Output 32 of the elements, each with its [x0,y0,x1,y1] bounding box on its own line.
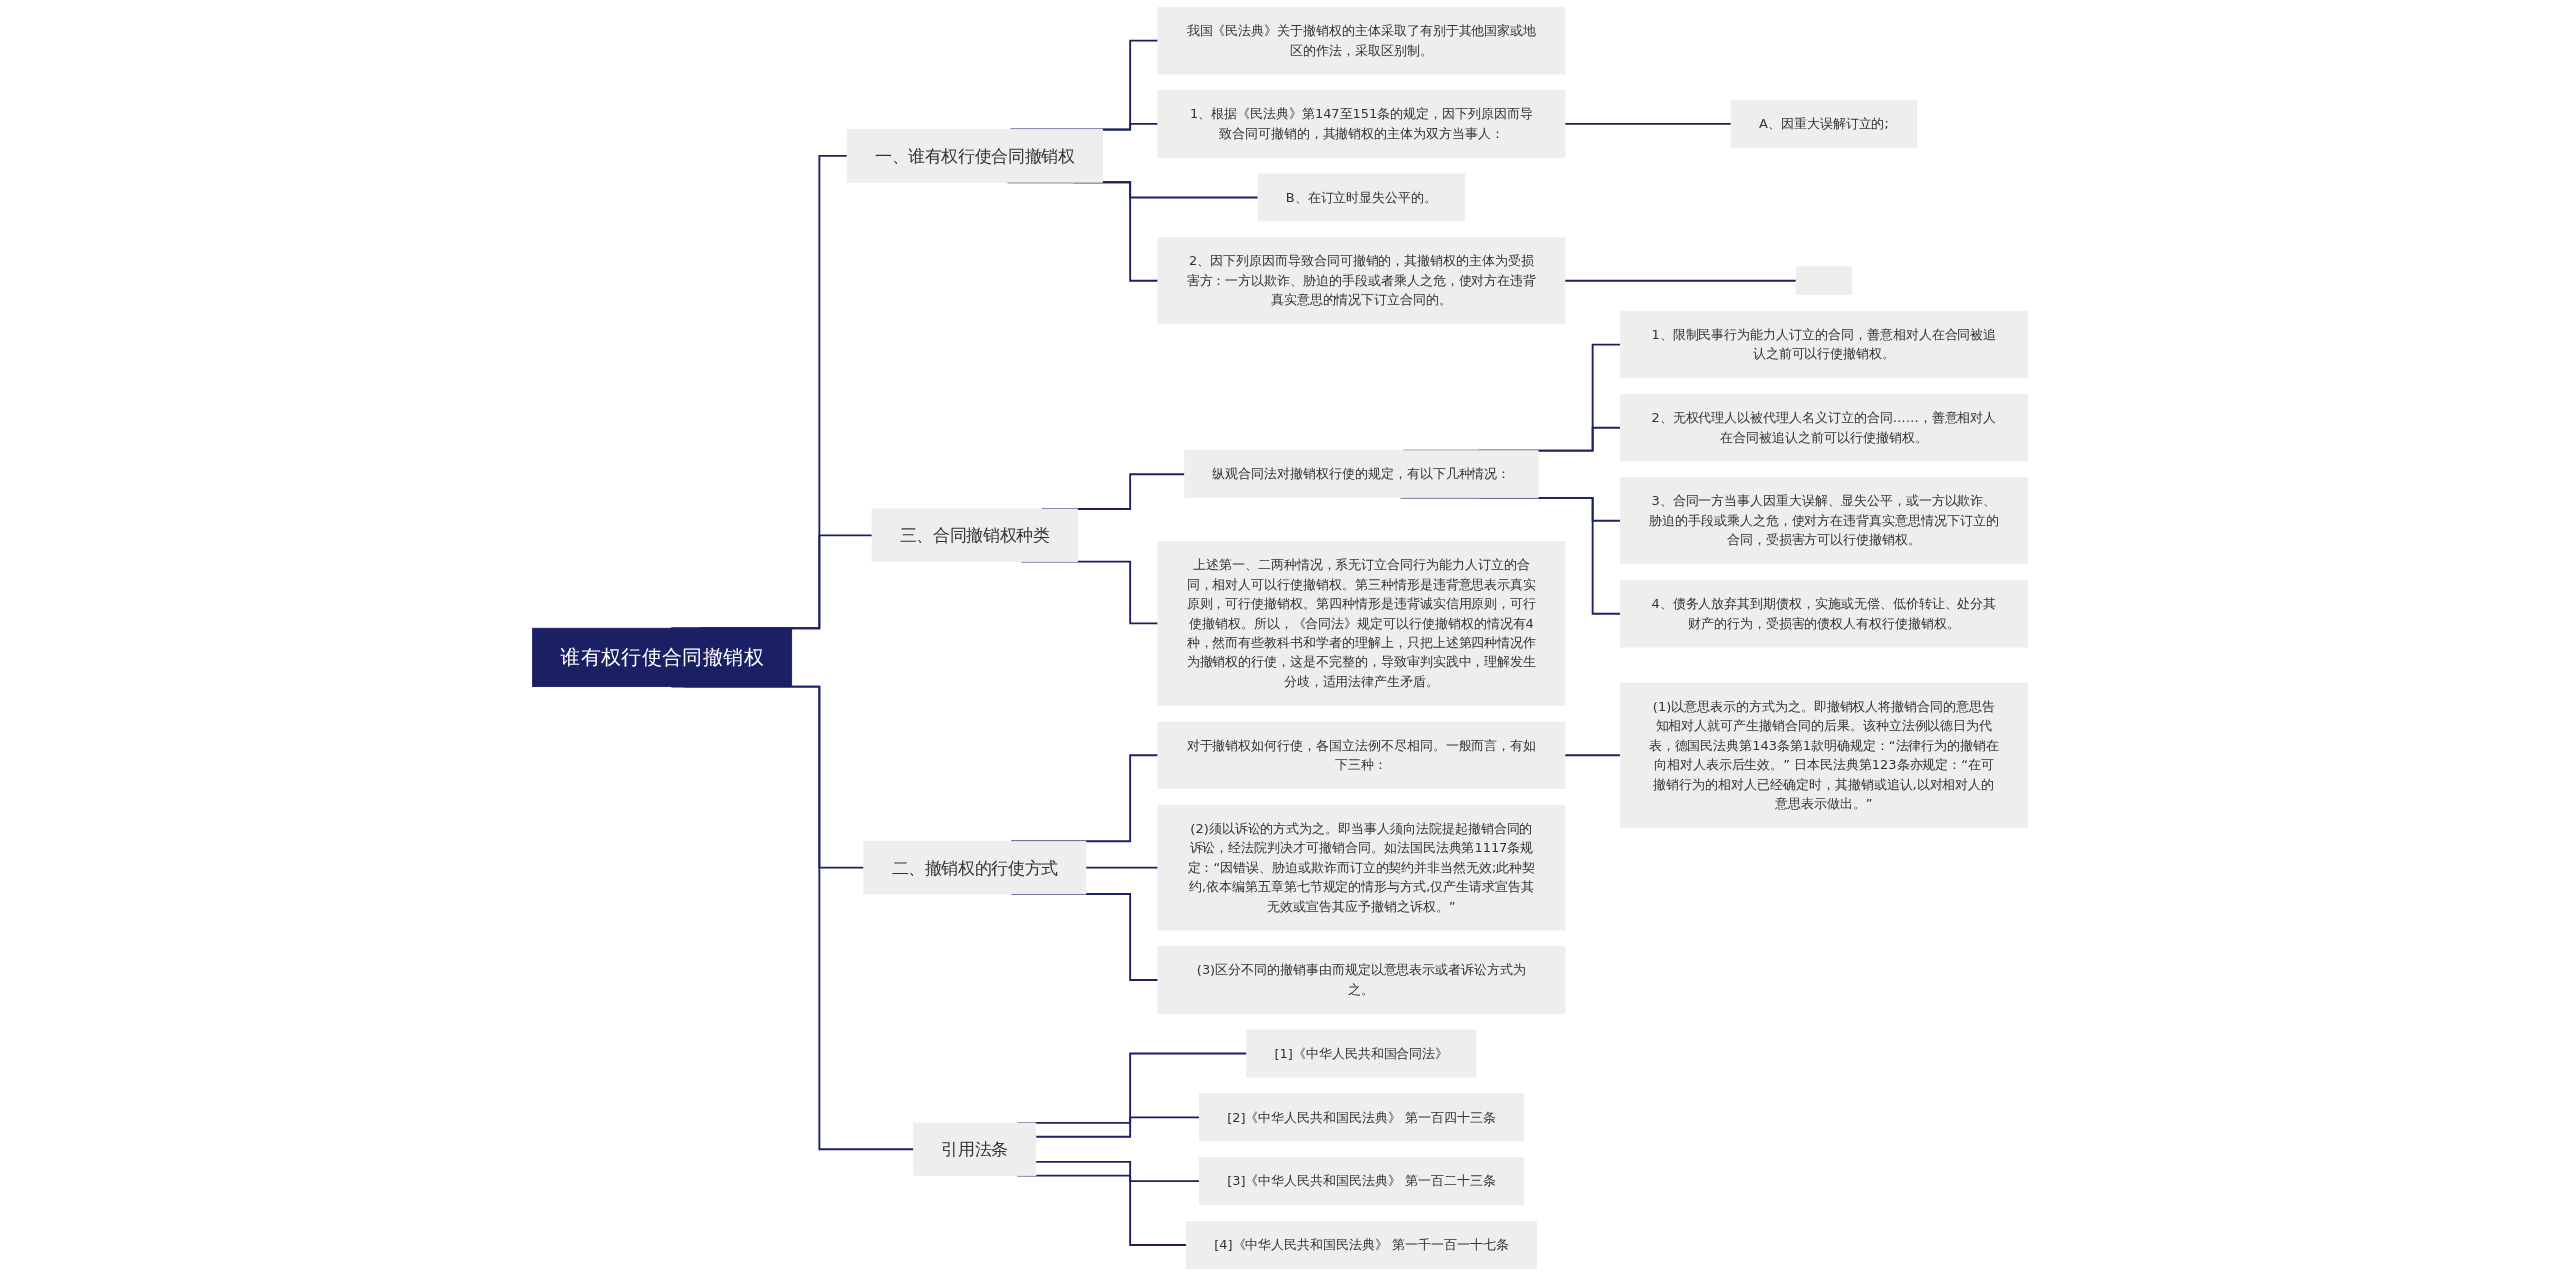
node-box: 纵观合同法对撤销权行使的规定，有以下几种情况： [1184,450,1539,499]
connector [1563,754,1622,757]
node-box: 2、无权代理人以被代理人名义订立的合同……，善意相对人在合同被追认之前可以行使撤销权。 [1619,394,2028,462]
node-box: (2)须以诉讼的方式为之。即当事人须向法院提起撤销合同的诉讼，经法院判决才可撤销合同。如法国民法典第1117条规定：“因错误、胁迫或欺诈而订立的契约并非当然无效;此种契约,依本编第五章第七节规定的情形与方式,仅产生请求宣告其无效或宣告其应予撤销之诉权。” [1157,804,1566,931]
node-box: 1、根据《民法典》第147至151条的规定，因下列原因而导致合同可撤销的，其撤销权的主体为双方当事人： [1157,90,1566,158]
node-box [1795,266,1853,296]
connector [1563,279,1798,282]
node-box: 二、撤销权的行使方式 [863,840,1087,895]
node-box: 引用法条 [913,1122,1037,1177]
node-box: 1、限制民事行为能力人订立的合同，善意相对人在合同被追认之前可以行使撤销权。 [1619,310,2028,379]
connector [1563,123,1733,125]
node-box: 4、债务人放弃其到期债权，实施或无偿、低价转让、处分其财产的行为，受损害的债权人有权行使撤销权。 [1619,579,2028,648]
node-box: [3]《中华人民共和国民法典》 第一百二十三条 [1198,1157,1524,1206]
node-box: [1]《中华人民共和国合同法》 [1246,1029,1477,1078]
connector [1101,123,1159,131]
node-box: B、在订立时显失公平的。 [1257,173,1466,222]
node-box: 对于撤销权如何行使，各国立法例不尽相同。一般而言，有如下三种： [1157,721,1566,789]
node-box: [2]《中华人民共和国民法典》 第一百四十三条 [1198,1093,1524,1142]
node-box: 我国《民法典》关于撤销权的主体采取了有别于其他国家或地区的作法，采取区别制。 [1157,6,1566,75]
node-box: 谁有权行使合同撤销权 [532,627,793,687]
node-box: (3)区分不同的撤销事由而规定以意思表示或者诉讼方式为之。 [1157,946,1566,1014]
node-box: A、因重大误解订立的; [1730,99,1917,148]
connector [1034,1160,1201,1183]
node-box: (1)以意思表示的方式为之。即撤销权人将撤销合同的意思告知相对人就可产生撤销合同的后果。该种立法例以德日为代表，德国民法典第143条第1款明确规定：“法律行为的撤销在向相对人表示后生效。” 日本民法典第123条亦规定：“在可撤销行为的相对人已经确定时，其撤销或追认,以对相对人的意思表示做出。” [1619,682,2028,828]
connector [1034,1116,1201,1138]
node-box: 上述第一、二两种情况，系无订立合同行为能力人订立的合同，相对人可以行使撤销权。第三种情形是违背意思表示真实原则，可行使撤销权。第四种情形是违背诚实信用原则，可行使撤销权。所以，《合同法》规定可以行使撤销权的情况有4种，然而有些教科书和学者的理解上，只把上述第四种情况作为撤销权的行使，这是不完整的，导致审判实践中，理解发生分歧，适用法律产生矛盾。 [1157,541,1566,706]
node-box: 2、因下列原因而导致合同可撤销的，其撤销权的主体为受损害方：一方以欺诈、胁迫的手段或者乘人之危，使对方在违背真实意思的情况下订立合同的。 [1157,237,1566,325]
node-box: 三、合同撤销权种类 [871,508,1078,563]
connector [1084,866,1159,869]
node-box: [4]《中华人民共和国民法典》 第一千一百一十七条 [1186,1220,1537,1270]
node-box: 一、谁有权行使合同撤销权 [846,129,1103,183]
node-box: 3、合同一方当事人因重大误解、显失公平，或一方以欺诈、胁迫的手段或乘人之危，使对方在违背真实意思情况下订立的合同，受损害方可以行使撤销权。 [1619,477,2028,565]
